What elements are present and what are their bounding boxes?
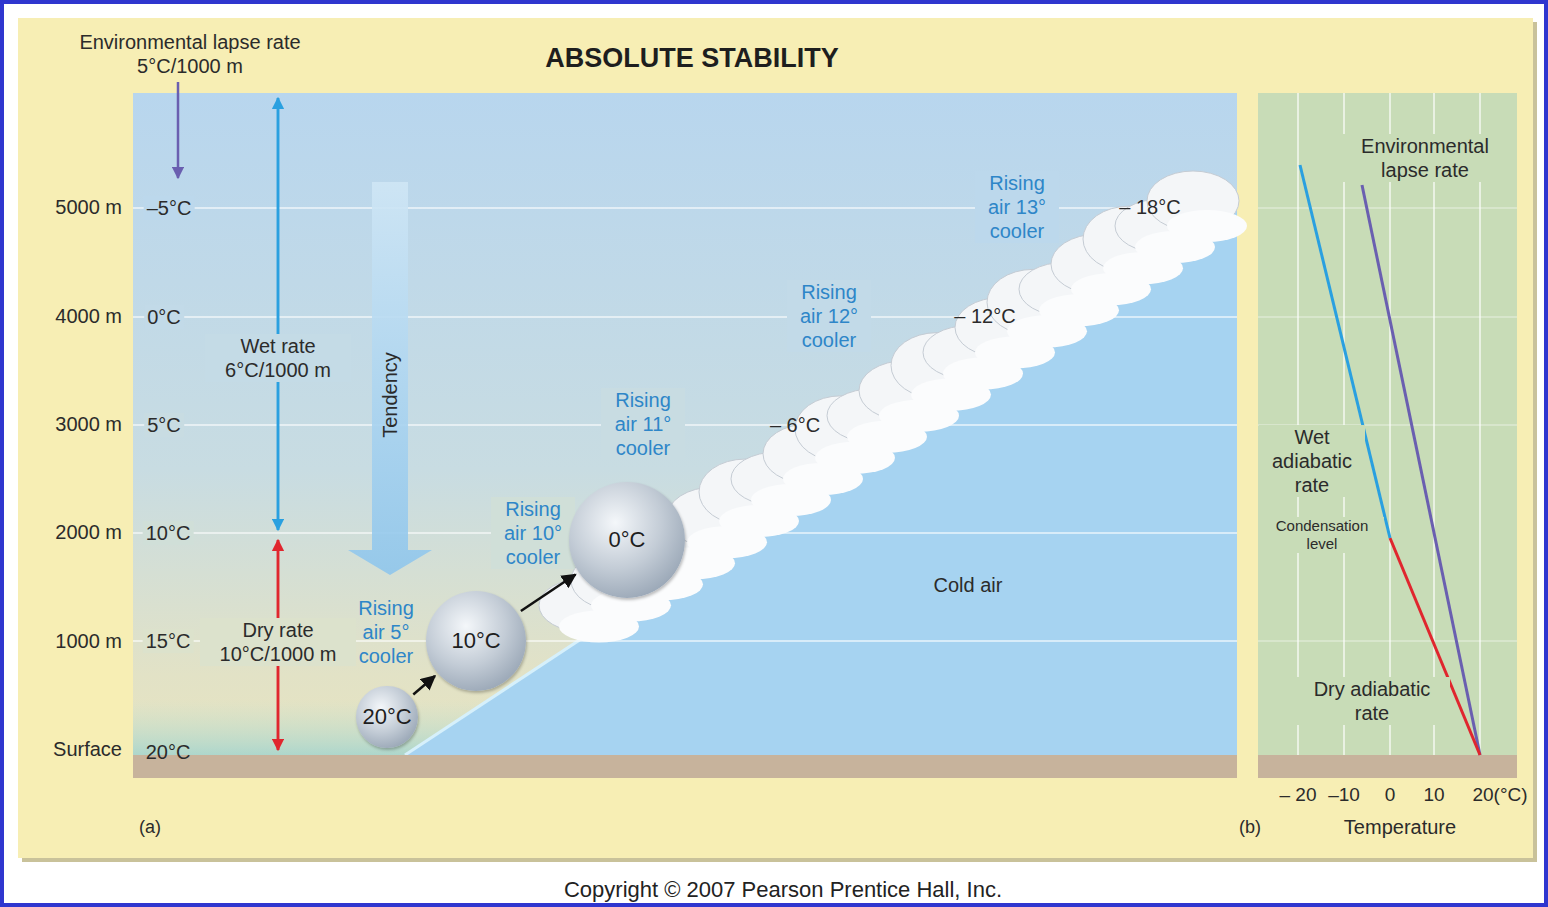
label-text: 5000 m [55,195,122,219]
label-text: Rising air 13° cooler [975,171,1059,243]
air-parcel-circle: 20°C [356,686,417,747]
label-text: Rising air 12° cooler [787,280,871,352]
label-text: – 18°C [1119,195,1180,219]
label-text: 10 [1423,784,1444,807]
parcel-temperature: 10°C [451,628,500,654]
label-text: 3000 m [55,412,122,436]
label-text: Rising air 10° cooler [491,497,575,569]
label-text: 0°C [144,305,184,329]
label-text: Rising air 11° cooler [601,388,685,460]
label-text: Environmental lapse rate 5°C/1000 m [45,30,335,78]
title: ABSOLUTE STABILITY [545,42,839,74]
label-text: Wet rate 6°C/1000 m [205,334,351,382]
label-text: Cold air [934,573,1003,597]
label-text: 4000 m [55,304,122,328]
label-text: Rising air 5° cooler [350,596,422,668]
label-text: Dry rate 10°C/1000 m [200,618,356,666]
label-text: 2000 m [55,520,122,544]
label-text: Wet adiabatic rate [1259,425,1365,497]
label-text: (b) [1239,817,1261,839]
label-text: 0 [1385,784,1396,807]
air-parcel-circle: 0°C [569,482,685,598]
label-text: 10°C [143,521,194,545]
label-text: –10 [1328,784,1360,807]
label-text: Surface [53,737,122,761]
label-text: 20°C [146,740,191,764]
label-text: Condensation level [1260,517,1384,553]
caption: Copyright © 2007 Pearson Prentice Hall, … [564,877,1002,903]
label-text: 5°C [144,413,184,437]
label-text: (a) [139,817,161,839]
air-parcel-circle: 10°C [426,591,526,691]
parcel-temperature: 20°C [362,704,411,730]
parcel-temperature: 0°C [609,527,646,553]
label-text: Environmental lapse rate [1337,134,1513,182]
label-text: Tendency [378,352,402,438]
label-text: – 6°C [770,413,820,437]
label-text: – 12°C [954,304,1015,328]
label-text: –5°C [144,196,195,220]
label-text: Dry adiabatic rate [1294,677,1450,725]
label-text: 15°C [143,629,194,653]
label-text: 1000 m [55,629,122,653]
label-text: 20(°C) [1472,784,1527,807]
parcel-arrow [521,574,576,611]
label-text: Temperature [1344,815,1456,839]
label-text: – 20 [1280,784,1317,807]
parcel-arrow [413,676,435,694]
